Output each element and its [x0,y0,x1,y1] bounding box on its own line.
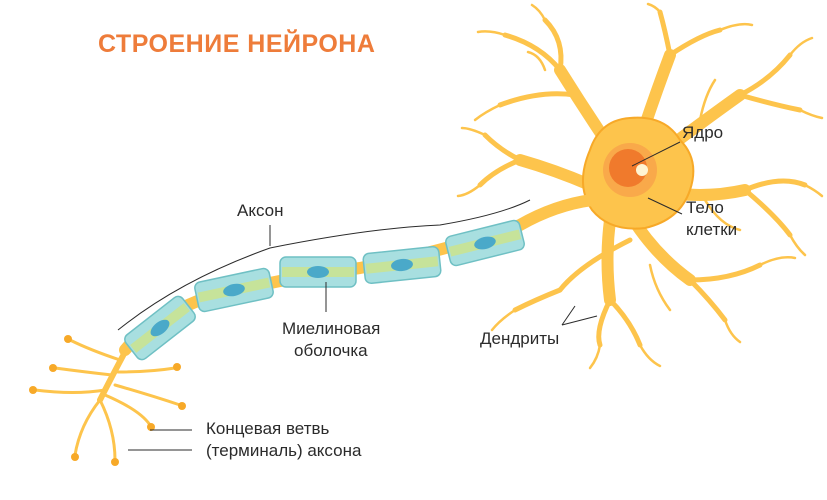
axon-terminal [33,338,182,462]
label-terminal-line1: Концевая ветвь [206,419,330,438]
cell-body-leader [647,197,683,215]
label-terminal-line2: (терминаль) аксона [206,441,362,460]
nucleus-leader [631,141,681,167]
axon-bracket [117,199,531,331]
nucleus [603,143,657,197]
label-myelin-line2: оболочка [294,341,368,360]
terminal-buttons [29,335,186,466]
dendrites-leader-1 [561,305,576,326]
label-myelin-line1: Миелиновая [282,319,381,338]
dendrites [456,2,824,370]
diagram-title: СТРОЕНИЕ НЕЙРОНА [98,30,376,58]
dendrites-leader-2 [561,315,598,326]
label-cell-body-line2: клетки [686,220,738,239]
label-nucleus: Ядро [682,123,724,142]
label-dendrites: Дендриты [480,329,560,348]
label-axon: Аксон [237,201,284,220]
myelin-sheath [124,219,525,361]
leader-lines [117,141,683,451]
label-cell-body-line1: Тело [686,198,724,217]
